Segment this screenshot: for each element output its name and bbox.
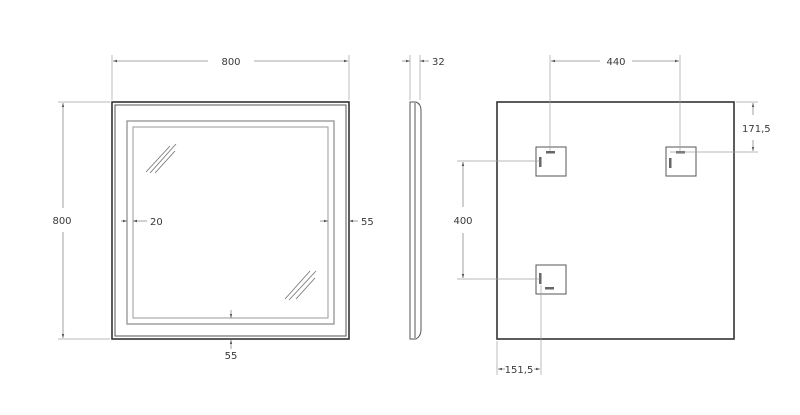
bracket-spacing-horizontal-label: 440 <box>606 57 625 68</box>
mounting-bracket <box>535 264 567 295</box>
mounting-bracket <box>535 146 567 177</box>
side-frame-label: 55 <box>361 217 374 228</box>
depth-dimension-label: 32 <box>432 57 445 68</box>
mirror-outer-frame <box>111 101 350 340</box>
glass-reflection-icon <box>145 143 177 174</box>
bracket-spacing-vertical-label: 400 <box>453 216 472 227</box>
mirror-side-profile <box>409 101 422 340</box>
side-view: 32 <box>402 55 445 340</box>
bracket-left-offset-label: 151,5 <box>505 365 534 376</box>
glass-reflection-icon <box>284 270 317 301</box>
inner-offset-label: 20 <box>150 217 163 228</box>
back-view: 440 171,5 400 151,5 <box>453 55 771 376</box>
front-view: 800 800 20 55 55 <box>52 55 374 362</box>
mirror-back-panel <box>496 101 735 340</box>
height-dimension-label: 800 <box>52 216 71 227</box>
mirror-inner-frame <box>126 120 335 325</box>
bottom-frame-label: 55 <box>225 351 238 362</box>
mounting-bracket <box>665 146 697 177</box>
mirror-outer-frame-inner-edge <box>114 104 347 337</box>
width-dimension-label: 800 <box>221 57 240 68</box>
mirror-glass-area <box>132 126 329 319</box>
bracket-top-offset-label: 171,5 <box>742 124 771 135</box>
